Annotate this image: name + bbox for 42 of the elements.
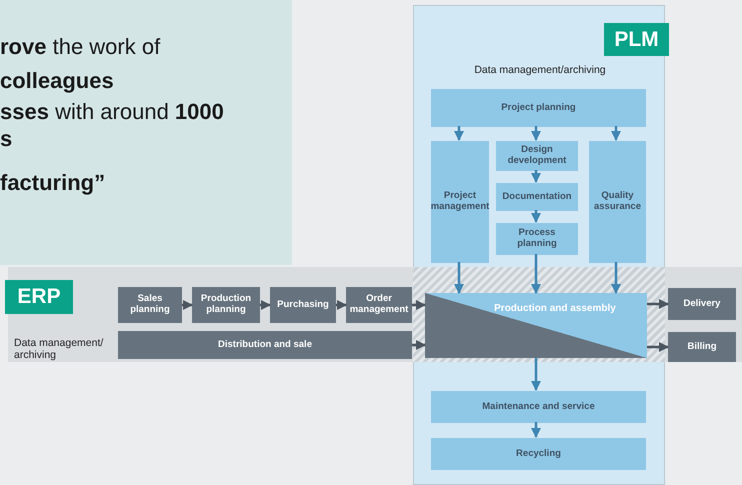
process-block: Sales planning <box>118 287 182 323</box>
arrow <box>531 170 541 183</box>
arrow <box>336 300 347 310</box>
panel-heading: Data management/archiving <box>473 64 607 76</box>
arrow <box>182 300 193 310</box>
process-block: Project management <box>431 141 489 263</box>
process-block: Purchasing <box>270 287 336 323</box>
system-tag: ERP <box>5 280 73 314</box>
arrow <box>531 358 541 391</box>
arrow <box>531 422 541 438</box>
arrow <box>647 299 669 309</box>
statement-text: facturing” <box>0 170 106 196</box>
process-block: Production planning <box>192 287 260 323</box>
process-block: Documentation <box>496 183 578 211</box>
process-block: Billing <box>668 332 736 362</box>
panel-heading: Data management/ archiving <box>14 338 104 362</box>
process-block: Maintenance and service <box>431 391 646 423</box>
arrow <box>611 126 621 141</box>
process-block: Design development <box>496 141 578 171</box>
process-block: Quality assurance <box>589 141 646 263</box>
statement-text: rove the work of <box>0 34 160 60</box>
arrow <box>412 340 426 350</box>
process-block: Recycling <box>431 438 646 470</box>
arrow <box>454 262 464 294</box>
arrow <box>531 254 541 294</box>
statement-text: sses with around 1000 <box>0 99 224 125</box>
statement-text: s <box>0 126 12 152</box>
arrow <box>647 342 669 352</box>
arrow <box>454 126 464 141</box>
system-tag: PLM <box>604 23 669 56</box>
process-block: Production and assembly <box>425 293 647 358</box>
process-block: Delivery <box>668 288 736 320</box>
statement-text: colleagues <box>0 68 114 94</box>
arrow <box>412 300 426 310</box>
process-block: Project planning <box>431 89 646 127</box>
arrow <box>531 126 541 141</box>
process-block: Distribution and sale <box>118 331 412 359</box>
process-block: Process planning <box>496 223 578 255</box>
arrow <box>260 300 271 310</box>
arrow <box>531 210 541 223</box>
process-block: Order management <box>346 287 412 323</box>
arrow <box>611 262 621 294</box>
